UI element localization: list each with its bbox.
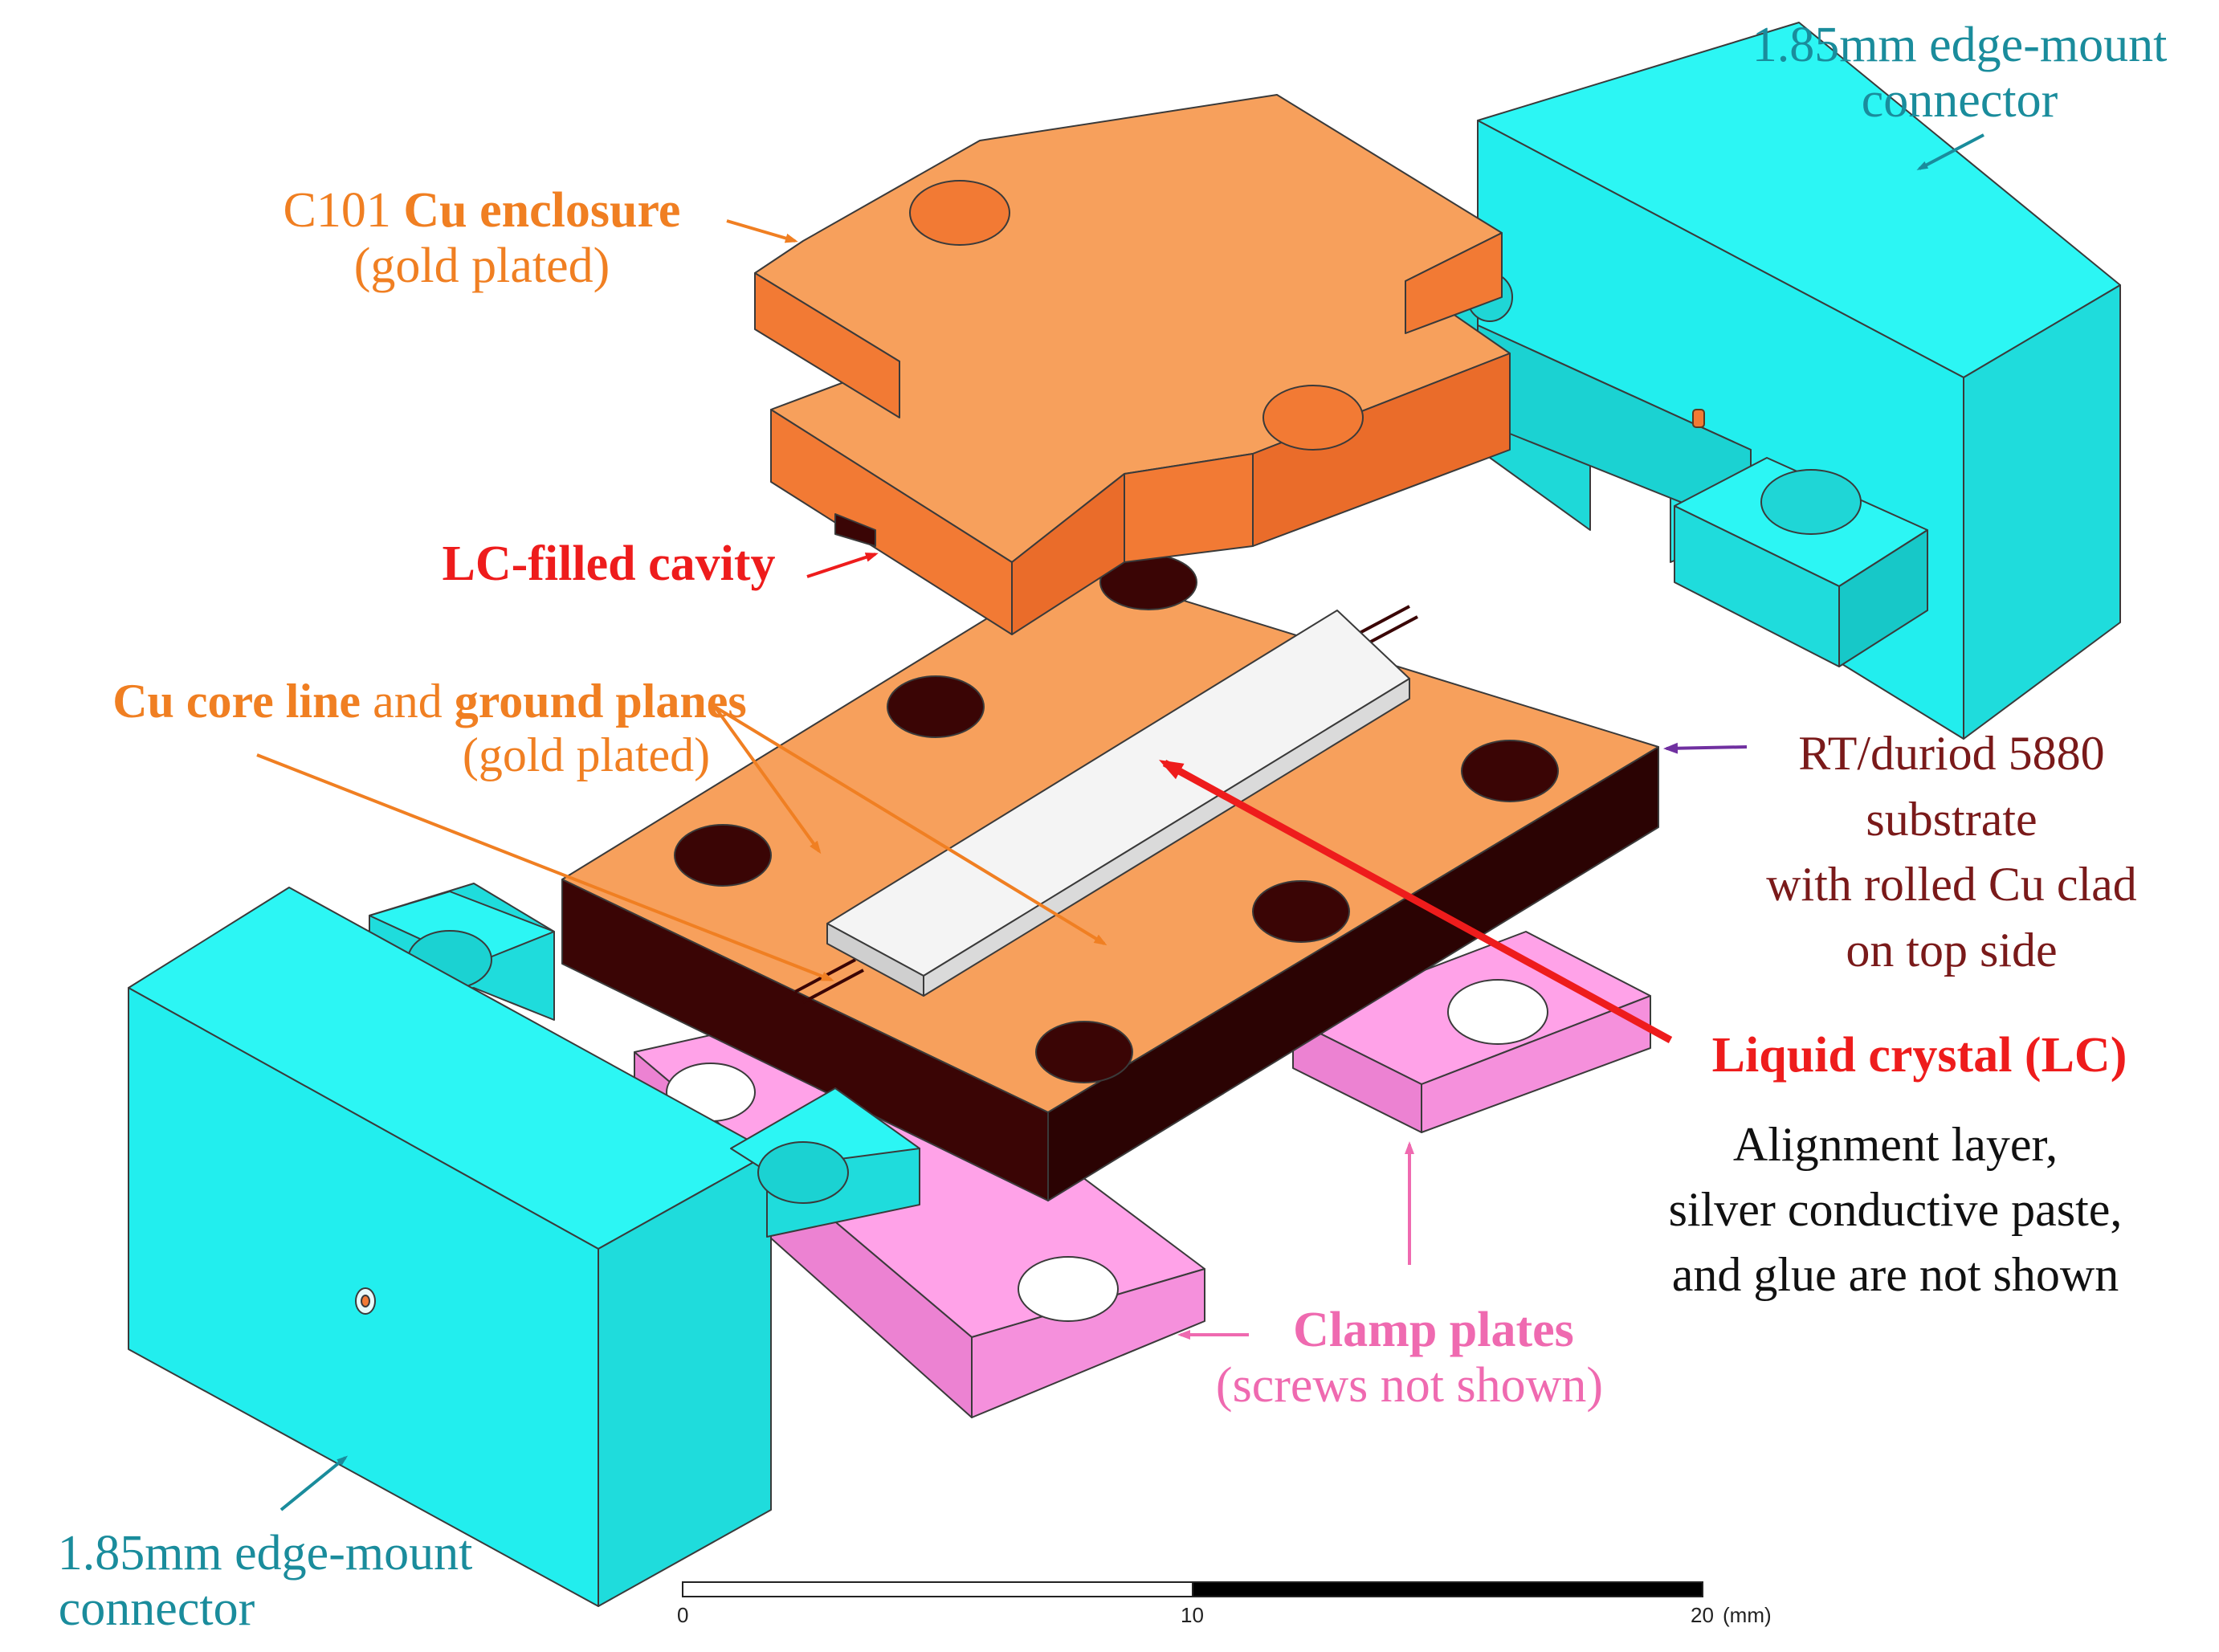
bottom-left-connector xyxy=(128,883,920,1607)
label-enclosure-bold: Cu enclosure xyxy=(403,183,681,238)
label-substrate-line2: substrate xyxy=(1866,792,2037,846)
arrow-core-line xyxy=(256,753,834,981)
label-bottom-connector: 1.85mm edge-mount connector xyxy=(16,1526,514,1638)
arrow-bottom-connector xyxy=(279,1455,349,1511)
arrow-substrate xyxy=(1663,742,1748,754)
scale-tick-10: 10 xyxy=(1181,1603,1204,1627)
label-top-connector-line2: connector xyxy=(1861,73,2058,128)
label-liquid-crystal: Liquid crystal (LC) xyxy=(1711,1028,2127,1083)
label-note: Alignment layer, silver conductive paste… xyxy=(1622,1112,2168,1307)
arrow-enclosure xyxy=(726,219,798,243)
label-clamp-plates: Clamp plates (screws not shown) xyxy=(1189,1303,1630,1414)
top-right-connector xyxy=(1417,22,2121,740)
scale-tick-0: 0 xyxy=(677,1603,689,1627)
label-core-line-bold2: ground planes xyxy=(454,675,747,728)
label-note-line3: and glue are not shown xyxy=(1671,1248,2119,1301)
label-enclosure: C101 Cu enclosure (gold plated) xyxy=(241,183,723,295)
arrow-top-connector xyxy=(1916,133,1984,170)
arrow-cavity xyxy=(806,553,879,578)
label-bottom-connector-line2: connector xyxy=(58,1581,255,1637)
label-core-line-line2: (gold plated) xyxy=(462,728,711,782)
arrow-ground-plane-2 xyxy=(713,705,1107,946)
label-core-line: Cu core line and ground planes (gold pla… xyxy=(56,675,803,782)
label-note-line1: Alignment layer, xyxy=(1732,1118,2058,1171)
label-enclosure-line2: (gold plated) xyxy=(353,239,610,294)
label-clamp-line1: Clamp plates xyxy=(1293,1303,1574,1357)
label-substrate-line1: RT/duriod 5880 xyxy=(1798,727,2105,780)
label-core-line-bold1: Cu core line xyxy=(112,675,361,728)
label-note-line2: silver conductive paste, xyxy=(1668,1183,2123,1236)
scale-unit: (mm) xyxy=(1723,1603,1772,1627)
label-core-line-mid: and xyxy=(361,675,455,728)
label-clamp-line2: (screws not shown) xyxy=(1215,1358,1604,1413)
label-top-connector: 1.85mm edge-mount connector xyxy=(1727,18,2192,129)
scale-tick-20: 20 xyxy=(1691,1603,1714,1627)
label-enclosure-prefix: C101 xyxy=(283,183,404,238)
arrow-liquid-crystal xyxy=(1158,760,1673,1043)
label-bottom-connector-line1: 1.85mm edge-mount xyxy=(57,1526,473,1581)
substrate-board xyxy=(561,554,1659,1201)
label-substrate: RT/duriod 5880 substrate with rolled Cu … xyxy=(1727,721,2176,983)
label-top-connector-line1: 1.85mm edge-mount xyxy=(1752,18,2168,72)
arrow-ground-plane-1 xyxy=(713,705,822,855)
cu-enclosure xyxy=(754,94,1511,635)
label-lc-cavity: LC-filled cavity xyxy=(442,536,776,591)
label-substrate-line4: on top side xyxy=(1846,923,2058,977)
scale-bar xyxy=(682,1581,1703,1597)
label-substrate-line3: with rolled Cu clad xyxy=(1766,858,2137,912)
